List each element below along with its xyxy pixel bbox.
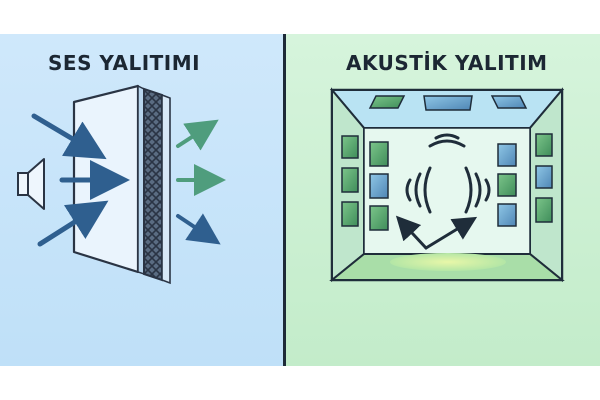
acoustic-insulation-title: AKUSTİK YALITIM bbox=[346, 51, 548, 75]
sound-insulation-panel: SES YALITIMI bbox=[0, 34, 283, 366]
incoming-sound-arrows bbox=[31, 113, 130, 247]
sound-insulation-title: SES YALITIMI bbox=[48, 51, 201, 75]
acoustic-room-illustration bbox=[329, 87, 565, 283]
sound-reflection-arrows bbox=[395, 215, 478, 250]
outgoing-sound-arrows bbox=[176, 119, 226, 245]
acoustic-insulation-panel: AKUSTİK YALITIM bbox=[286, 34, 600, 366]
left-wall-panels bbox=[341, 135, 389, 231]
sound-wave-icons bbox=[405, 133, 491, 214]
ceiling-panels bbox=[368, 95, 528, 111]
sound-insulation-illustration bbox=[17, 84, 226, 285]
right-wall-panels bbox=[497, 133, 553, 227]
panel-divider bbox=[283, 34, 286, 366]
diagram-frame: SES YALITIMI bbox=[0, 34, 600, 366]
speaker-icon bbox=[17, 158, 45, 210]
insulated-wall bbox=[72, 84, 171, 285]
room bbox=[329, 87, 565, 283]
